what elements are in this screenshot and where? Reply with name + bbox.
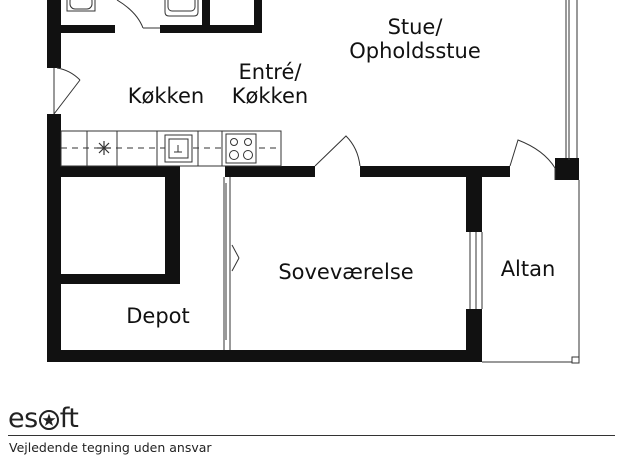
wall-left-upper <box>47 0 61 68</box>
room-label-stue: Stue/ <box>388 15 444 39</box>
wall-bathroom-b <box>160 25 262 33</box>
balcony-door <box>509 139 556 169</box>
disclaimer-text: Vejledende tegning uden ansvar <box>9 440 212 455</box>
wall-depot-right <box>165 166 180 284</box>
toilet-icon <box>69 0 93 10</box>
esoft-logo: es ft <box>8 400 79 434</box>
wall-depot-top-step <box>47 274 180 284</box>
wall-corner-right <box>555 158 579 180</box>
wall-bedroom-right-lower <box>466 309 482 362</box>
room-label-entre-kokken: Køkken <box>232 84 308 108</box>
wall-kitchen-lower <box>47 166 178 177</box>
stove-icon <box>225 133 257 164</box>
room-label-depot: Depot <box>126 304 190 328</box>
kitchen-counter <box>60 130 282 167</box>
wall-bedroom-top-a <box>225 166 315 177</box>
wall-left-middle <box>47 114 61 176</box>
walls <box>47 0 579 362</box>
bathroom-fixtures <box>66 0 199 29</box>
interior-doors <box>314 135 556 180</box>
entrance-door <box>53 67 81 115</box>
star-o-icon <box>38 410 59 430</box>
door-swing-icon <box>116 0 144 29</box>
bedroom-door <box>314 135 361 167</box>
room-label-entre: Entré/ <box>239 60 303 84</box>
room-label-sovevaerelse: Soveværelse <box>278 260 413 284</box>
logo-text-left: es <box>8 403 38 434</box>
thin-lines <box>223 0 580 364</box>
room-label-altan: Altan <box>501 257 556 281</box>
wall-bathroom-right <box>254 0 262 33</box>
floor-plan: Stue/ Opholdsstue Entré/ Køkken Køkken S… <box>47 0 580 364</box>
wall-bedroom-top-b <box>360 166 510 177</box>
sink-icon <box>164 0 199 17</box>
sink-basin-icon <box>164 134 193 163</box>
room-label-kokken: Køkken <box>128 84 204 108</box>
wall-bathroom-stub <box>202 0 210 33</box>
footer-divider <box>8 435 615 436</box>
wall-bathroom-a <box>47 25 115 33</box>
logo-text-right: ft <box>59 403 79 434</box>
snowflake-icon <box>97 141 111 155</box>
room-label-opholdsstue: Opholdsstue <box>349 39 481 63</box>
wall-depot-left <box>47 177 61 361</box>
wall-bottom <box>47 350 482 362</box>
wall-bedroom-right-upper <box>466 166 482 232</box>
